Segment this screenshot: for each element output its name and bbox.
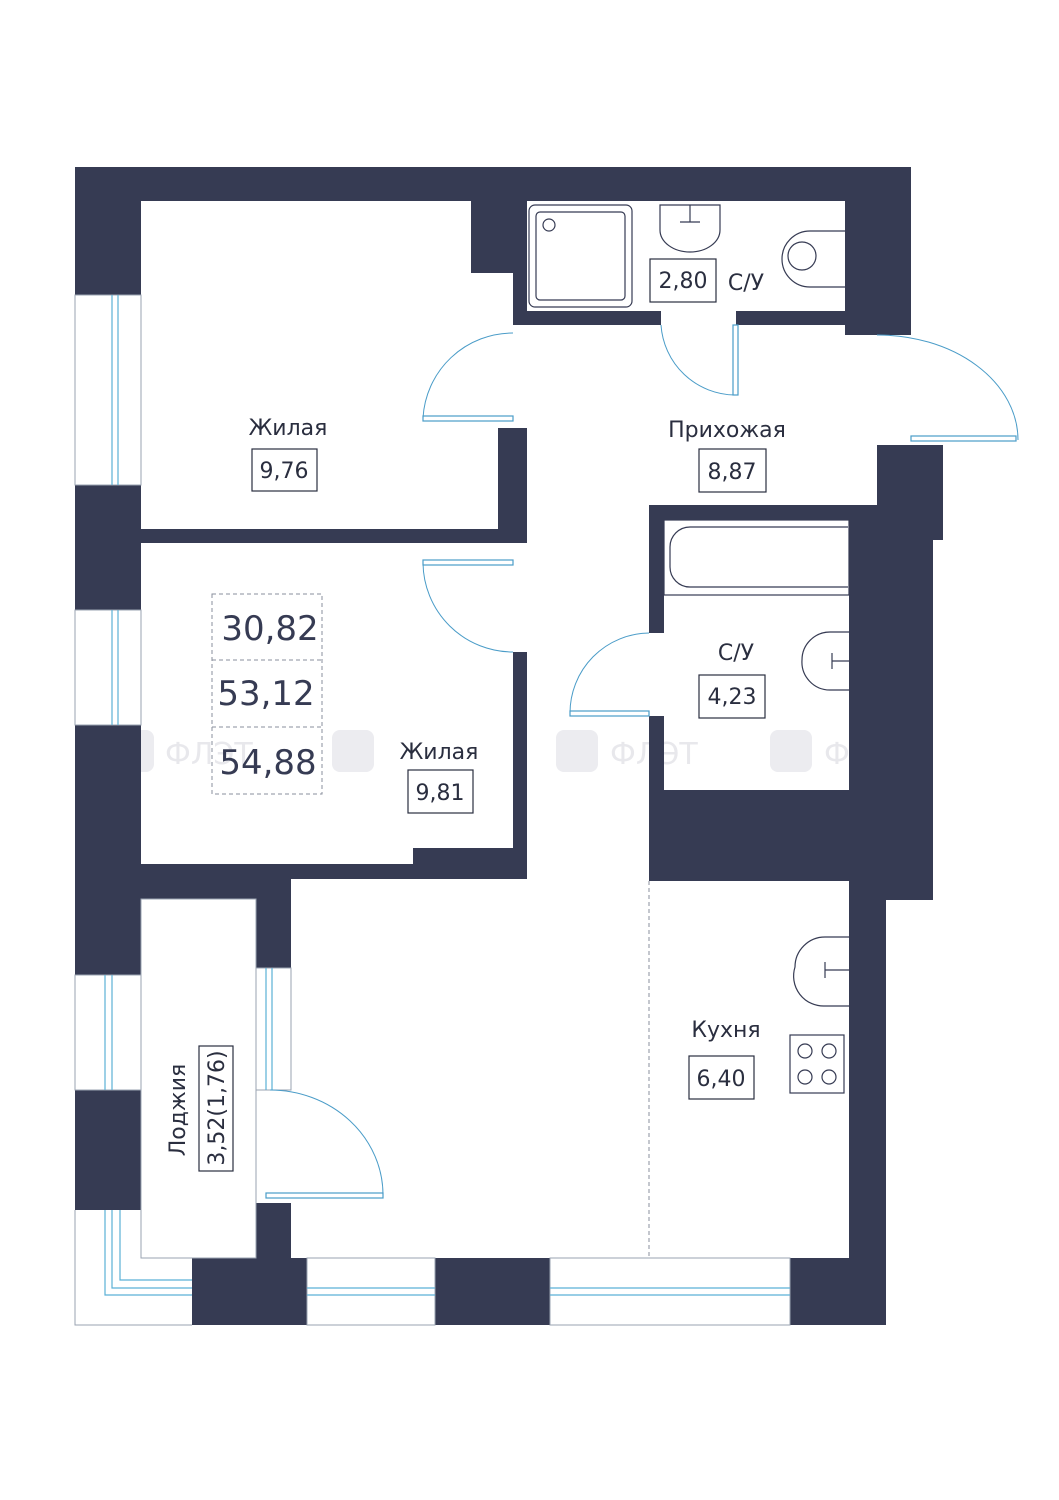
area-box-kitchen (688, 1055, 755, 1100)
room-name-living2: Жилая (400, 740, 479, 765)
windows (74, 294, 791, 1326)
area-hall: 8,87 (708, 460, 757, 485)
door-loggia (265, 1089, 384, 1199)
kitchen-sink-icon (793, 936, 849, 1007)
window-living2 (74, 609, 142, 726)
watermark-logo-icon (332, 730, 374, 772)
room-name-hall: Прихожая (668, 418, 786, 443)
room-name-kitchen: Кухня (691, 1018, 760, 1043)
room-name-bath-big: С/У (718, 641, 755, 666)
area-box-bath-small (649, 258, 717, 303)
area-living1: 9,76 (260, 459, 309, 484)
totals-block: 30,82 53,12 54,88 (211, 593, 323, 795)
room-labels: Жилая 9,76 2,80 С/У Прихожая 8,87 Жилая … (166, 258, 786, 1172)
window-loggia-left (74, 974, 142, 1091)
totals-frame (211, 593, 323, 795)
area-box-hall (698, 448, 767, 493)
sink-small-bath-icon (659, 204, 721, 253)
total-living-area: 30,82 (221, 609, 318, 649)
door-bath-big (569, 632, 650, 717)
walls (75, 167, 943, 1325)
watermark-logo-icon (556, 730, 598, 772)
sink-big-bath-icon (801, 631, 849, 691)
stove-icon (789, 1034, 845, 1094)
area-living2: 9,81 (416, 781, 465, 806)
bathtub-icon (663, 519, 850, 596)
window-loggia-corner (74, 1210, 192, 1326)
watermark-text: ФЛЭТ (165, 737, 253, 772)
door-bath-small (660, 324, 739, 396)
door-entrance (876, 334, 1019, 442)
area-box-living2 (407, 769, 474, 814)
doors (265, 324, 1019, 1199)
window-loggia-door (255, 967, 292, 1091)
door-living1 (422, 332, 514, 422)
window-loggia-bottom (306, 1257, 436, 1326)
door-living2 (422, 559, 514, 653)
toilet-small-bath-icon (781, 230, 845, 288)
room-name-living1: Жилая (249, 416, 328, 441)
area-box-loggia (198, 1045, 234, 1172)
watermark-logo-icon (770, 730, 812, 772)
area-box-living1 (251, 448, 318, 492)
window-living1 (74, 294, 142, 486)
area-bath-small: 2,80 (659, 269, 708, 294)
shower-tray-icon (528, 204, 633, 308)
total-area-with-loggia: 54,88 (219, 743, 316, 783)
room-name-loggia: Лоджия (166, 1064, 191, 1157)
area-bath-big: 4,23 (708, 685, 757, 710)
area-box-bath-big (698, 674, 766, 719)
area-loggia: 3,52(1,76) (205, 1050, 230, 1165)
fixtures (528, 204, 850, 1094)
room-name-bath-small: С/У (728, 271, 765, 296)
window-kitchen (549, 1257, 791, 1326)
total-area: 53,12 (217, 674, 314, 714)
area-kitchen: 6,40 (697, 1067, 746, 1092)
